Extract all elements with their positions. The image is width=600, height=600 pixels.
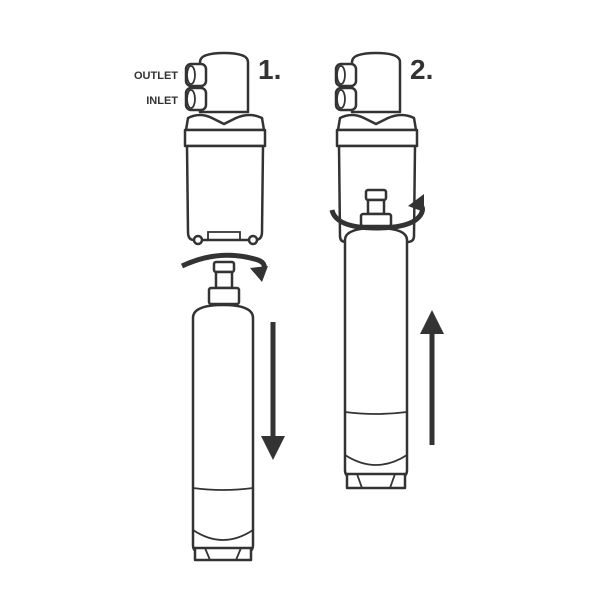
- up-arrow: [420, 310, 444, 445]
- housing-2: [335, 113, 419, 244]
- inlet-label: INLET: [146, 95, 178, 107]
- filter-head-1: [184, 51, 250, 114]
- down-arrow: [261, 322, 285, 460]
- cartridge-2: [343, 188, 409, 490]
- cartridge-1: [191, 260, 255, 562]
- outlet-label: OUTLET: [134, 70, 178, 82]
- step-1-illustration: OUTLET INLET 1.: [134, 51, 285, 562]
- step-2-illustration: 2.: [329, 51, 444, 490]
- rotate-arrow-1: [180, 252, 268, 282]
- step-1-number: 1.: [258, 54, 281, 85]
- step-2-number: 2.: [410, 54, 433, 85]
- rotate-arrow-2: [329, 194, 425, 231]
- housing-1: [183, 113, 267, 246]
- filter-head-2: [334, 51, 402, 114]
